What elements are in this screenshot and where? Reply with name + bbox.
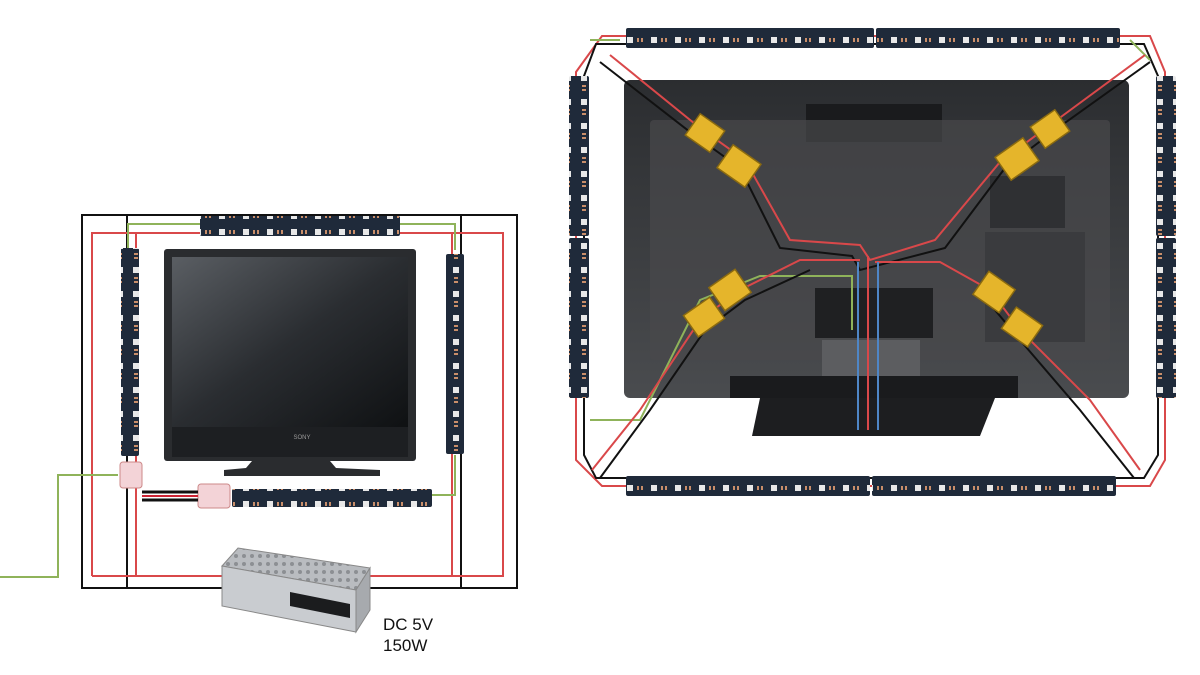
led-strip-icon (876, 28, 1120, 48)
power-supply-icon (221, 547, 371, 634)
psu-wattage: 150W (383, 636, 428, 655)
tv-brand-label: SONY (293, 435, 310, 441)
green-data-loop (127, 223, 456, 496)
led-strip-icon (232, 489, 432, 507)
tv-front-icon: SONY (164, 249, 416, 476)
red-cable-lower (591, 259, 1141, 471)
led-strip-icon (569, 238, 589, 398)
led-strip-icon (1156, 76, 1176, 236)
green-data-wire (0, 474, 118, 578)
led-strip-icon (200, 216, 400, 236)
led-strip-icon (626, 28, 874, 48)
connector-icon (682, 108, 1071, 348)
connector-icon (197, 483, 231, 509)
power-cable (142, 490, 198, 502)
led-strip-icon (121, 248, 139, 456)
blue-cable (857, 262, 879, 430)
led-strip-icon (569, 76, 589, 236)
connector-icon (119, 461, 143, 489)
front-diagram: SONY (0, 214, 518, 634)
back-diagram (569, 28, 1176, 496)
psu-voltage: DC 5V (383, 615, 434, 634)
led-strip-icon (446, 254, 464, 454)
psu-spec-label: DC 5V 150W (383, 614, 433, 656)
led-strip-icon (872, 476, 1116, 496)
led-strip-icon (626, 476, 870, 496)
led-strip-icon (1156, 238, 1176, 398)
